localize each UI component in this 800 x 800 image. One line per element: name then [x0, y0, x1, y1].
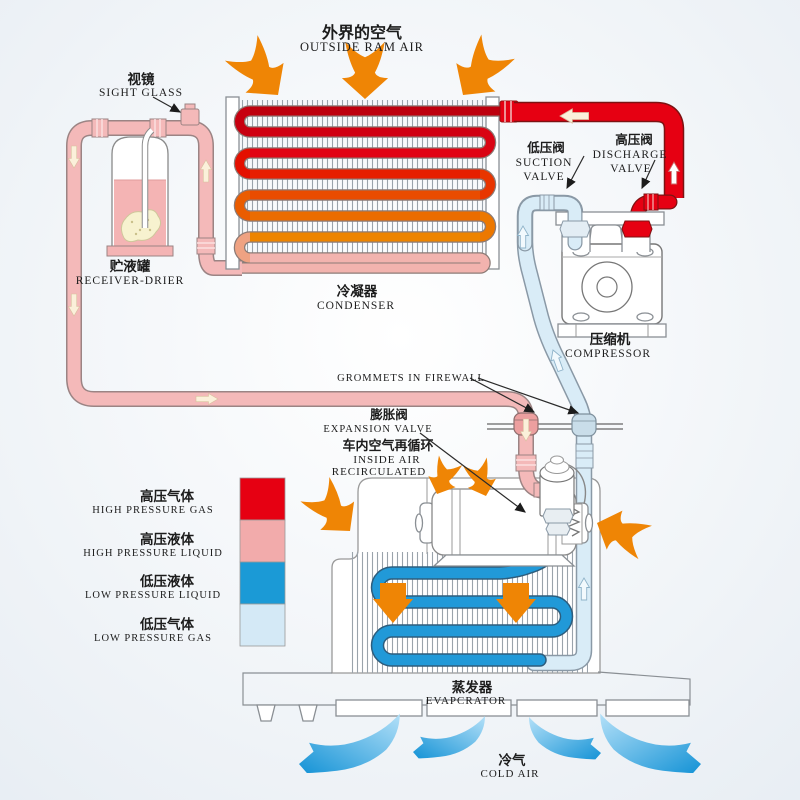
air-duct — [242, 671, 691, 722]
evaporator-label: 蒸发器 — [452, 679, 493, 696]
evaporator-down-arrow-icon — [373, 583, 413, 623]
discharge-valve — [621, 220, 653, 238]
legend: 高压气体 HIGH PRESSURE GAS 高压液体 HIGH PRESSUR… — [83, 477, 286, 647]
title-zh: 外界的空气 — [321, 23, 402, 42]
evaporator-label: EVAPCRATOR — [426, 695, 507, 707]
condenser-assembly — [225, 96, 519, 274]
duct-foot — [298, 704, 318, 722]
legend-swatch-lp-gas — [239, 603, 286, 647]
duct-vent — [335, 699, 423, 717]
condenser-label: 冷凝器 — [337, 283, 378, 300]
cold-air-label: 冷气 — [499, 752, 527, 769]
firewall — [487, 423, 623, 430]
legend-label: LOW PRESSURE LIQUID — [85, 590, 221, 601]
legend-label: LOW PRESSURE GAS — [94, 633, 212, 644]
receiver-drier-label: RECEIVER-DRIER — [76, 275, 185, 287]
inside-air-label: INSIDE AIR — [353, 454, 420, 466]
air-flow-arrows — [222, 32, 654, 623]
condenser-coil — [235, 106, 518, 273]
desiccant-bag — [120, 209, 162, 243]
liquid-line-pipe — [66, 103, 554, 499]
duct-vent — [605, 699, 690, 717]
expansion-valve-label: EXPANSION VALVE — [323, 424, 432, 435]
receiver-drier-label: 贮液罐 — [109, 258, 151, 275]
legend-label: 高压气体 — [140, 488, 194, 505]
legend-swatch-lp-liquid — [239, 561, 286, 605]
compressor-label: 压缩机 — [590, 331, 631, 348]
legend-swatch-hp-gas — [239, 477, 286, 521]
evaporator-down-arrow-icon — [496, 583, 536, 623]
suction-valve-label: VALVE — [523, 171, 564, 183]
legend-label: 低压气体 — [139, 616, 194, 633]
text-labels: 外界的空气 OUTSIDE RAM AIR 视镜 SIGHT GLASS 贮液罐… — [76, 23, 668, 780]
suction-line-fitting — [575, 443, 594, 469]
sight-glass-label: SIGHT GLASS — [99, 87, 183, 99]
receiver-drier-vessel — [106, 127, 174, 257]
pipe-fitting — [91, 118, 537, 472]
compressor-label: COMPRESSOR — [565, 348, 651, 360]
duct-vent — [516, 699, 598, 717]
grommet-pointer-line — [477, 377, 580, 415]
expansion-valve-assembly — [533, 455, 587, 545]
sight-glass-pointer-line — [152, 96, 182, 113]
inside-air-label: RECIRCULATED — [332, 466, 427, 478]
pointer-lines — [152, 96, 656, 513]
suction-valve-label: SUCTION — [516, 157, 573, 169]
legend-label: 高压液体 — [140, 531, 194, 548]
blower-pedestal — [432, 554, 576, 567]
sight-glass-fitting — [180, 103, 200, 126]
legend-swatch-hp-liquid — [239, 519, 286, 563]
discharge-valve-label: DISCHARGE — [593, 149, 668, 161]
expansion-valve-label: 膨胀阀 — [369, 407, 408, 422]
grommets-label: GROMMETS IN FIREWALL — [337, 373, 485, 384]
legend-label: HIGH PRESSURE GAS — [92, 505, 213, 516]
expansion-valve-pointer-line — [419, 432, 526, 513]
suction-valve — [517, 194, 591, 252]
discharge-valve-pointer-line — [641, 159, 656, 190]
legend-label: 低压液体 — [139, 573, 194, 590]
duct-foot — [256, 704, 276, 722]
grommet-pointer-line — [469, 377, 536, 413]
title-en: OUTSIDE RAM AIR — [300, 40, 424, 54]
compressor-body — [555, 211, 667, 338]
capillary-tube — [565, 463, 587, 505]
inside-air-label: 车内空气再循环 — [342, 438, 433, 454]
legend-label: HIGH PRESSURE LIQUID — [83, 548, 223, 559]
duct-vent — [426, 699, 512, 717]
discharge-valve-label: VALVE — [610, 163, 651, 175]
suction-valve-pointer-line — [566, 155, 585, 190]
discharge-valve-label: 高压阀 — [615, 132, 653, 147]
compressor-pulley — [581, 261, 633, 313]
sight-glass-label: 视镜 — [128, 71, 155, 88]
equalizer-zigzag — [565, 507, 581, 537]
cold-air-label: COLD AIR — [480, 768, 539, 780]
condenser-label: CONDENSER — [317, 300, 395, 312]
suction-valve-label: 低压阀 — [526, 140, 565, 155]
